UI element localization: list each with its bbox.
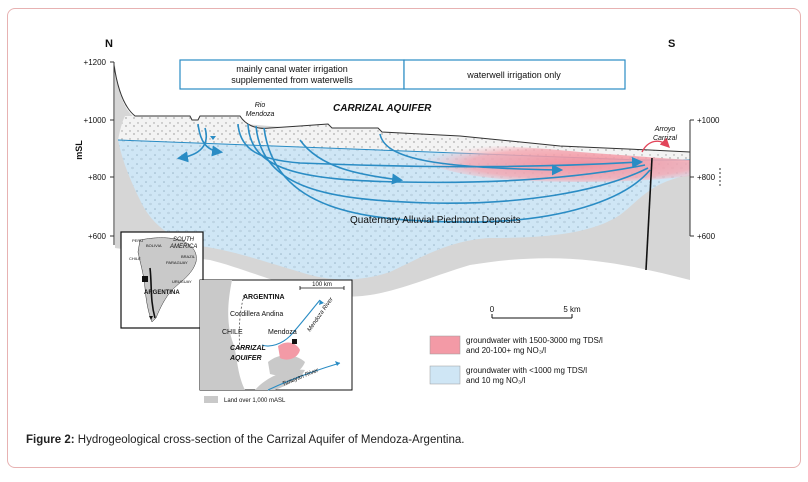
map-mendoza: Mendoza <box>268 329 297 336</box>
sa-uruguay: URUGUAY <box>172 279 192 284</box>
left-tick-1000: +1000 <box>84 116 107 125</box>
sa-brazil: BRAZIL <box>181 254 196 259</box>
rio-label-2: Mendoza <box>246 111 275 118</box>
left-axis <box>110 61 115 245</box>
left-tick-600: +600 <box>88 232 107 241</box>
sa-peru: PERU <box>132 238 143 243</box>
left-tick-800: +800 <box>88 173 107 182</box>
scale-bar <box>491 314 573 319</box>
sa-paraguay: PARAGUAY <box>166 260 188 265</box>
legend-pink-line1: groundwater with 1500-3000 mg TDS/l <box>466 336 603 345</box>
caption-label: Figure 2: <box>26 434 75 446</box>
aquifer-title: CARRIZAL AQUIFER <box>333 103 432 114</box>
map-aquifer-1: CARRIZAL <box>230 345 266 352</box>
right-tick-1000: +1000 <box>697 116 720 125</box>
south-label: S <box>668 38 675 50</box>
map-cordillera: Cordillera Andina <box>230 311 283 318</box>
map-scale: 100 km <box>312 282 332 288</box>
irrigation-left-line2: supplemented from waterwells <box>231 75 353 85</box>
irrigation-box-left <box>179 59 405 90</box>
sa-argentina: ARGENTINA <box>144 290 180 296</box>
arroyo-label-2: Carrizal <box>653 135 678 142</box>
legend-blue-line2: and 10 mg NO₃/l <box>466 376 526 385</box>
axis-label: mSL <box>74 140 84 160</box>
legend-blue-swatch <box>429 365 461 385</box>
figure-caption: Figure 2: Hydrogeological cross-section … <box>26 434 464 446</box>
sa-bolivia: BOLIVIA <box>146 243 162 248</box>
irrigation-right-label: waterwell irrigation only <box>466 70 561 80</box>
arroyo-arrow <box>641 137 670 153</box>
legend-blue-line1: groundwater with <1000 mg TDS/l <box>466 366 587 375</box>
right-tick-600: +600 <box>697 232 716 241</box>
mendoza-map-inset: 100 km ARGENTINA Cordillera Andina CHILE… <box>199 279 353 404</box>
north-label: N <box>105 38 113 50</box>
legend-pink-line2: and 20-100+ mg NO₃/l <box>466 346 546 355</box>
irrigation-left-line1: mainly canal water irrigation <box>236 64 348 74</box>
map-aquifer-2: AQUIFER <box>229 355 262 362</box>
map-land-legend: Land over 1,000 mASL <box>224 398 286 404</box>
legend-pink-swatch <box>429 335 461 355</box>
scale-end: 5 km <box>563 305 581 314</box>
irrigation-box-right <box>403 59 626 90</box>
arroyo-label-1: Arroyo <box>654 126 676 133</box>
scale-zero: 0 <box>490 305 495 314</box>
water-table-marker <box>210 136 216 140</box>
map-argentina: ARGENTINA <box>243 294 285 301</box>
left-tick-1200: +1200 <box>84 58 107 67</box>
groundwater-flow-lines <box>176 123 651 223</box>
right-axis <box>689 119 721 237</box>
contaminated-zone <box>418 145 690 182</box>
sa-title-2: AMERICA <box>169 244 197 250</box>
sa-title-1: SOUTH <box>173 237 195 243</box>
caption-text: Hydrogeological cross-section of the Car… <box>74 434 465 446</box>
fault-line <box>645 157 653 271</box>
sa-chile: CHILE <box>129 256 141 261</box>
map-chile: CHILE <box>222 329 243 336</box>
rio-label-1: Rio <box>255 102 266 109</box>
south-america-inset: SOUTH AMERICA PERU BOLIVIA BRAZIL CHILE … <box>120 231 204 329</box>
deposits-label: Quaternary Alluvial Piedmont Deposits <box>350 215 521 226</box>
ground-surface <box>113 64 691 153</box>
right-tick-800: +800 <box>697 173 716 182</box>
